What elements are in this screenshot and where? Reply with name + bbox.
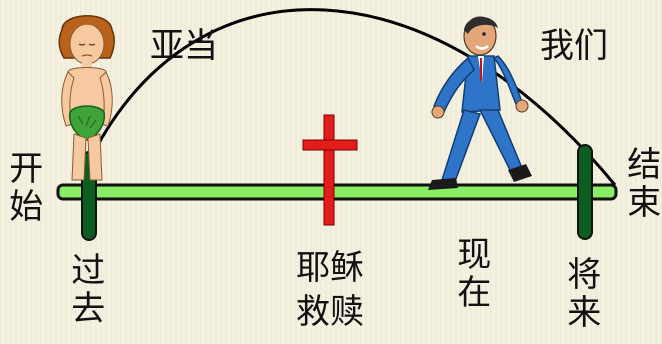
- start-label: 开始: [2, 150, 43, 226]
- us-label: 我们: [540, 26, 608, 66]
- red-cross-icon: [302, 114, 358, 226]
- timeline-bar: [56, 183, 618, 201]
- walking-businessman-icon: [428, 16, 532, 190]
- future-label: 将来: [560, 256, 601, 332]
- end-label: 结束: [620, 146, 661, 222]
- adam-label: 亚当: [150, 26, 218, 66]
- adam-figure-icon: [58, 15, 115, 181]
- present-label: 现在: [450, 236, 491, 312]
- future-marker: [577, 144, 593, 240]
- history-arc: [93, 8, 617, 186]
- jesus-redemption-label: 耶稣救赎: [296, 248, 364, 332]
- past-label: 过去: [64, 252, 105, 328]
